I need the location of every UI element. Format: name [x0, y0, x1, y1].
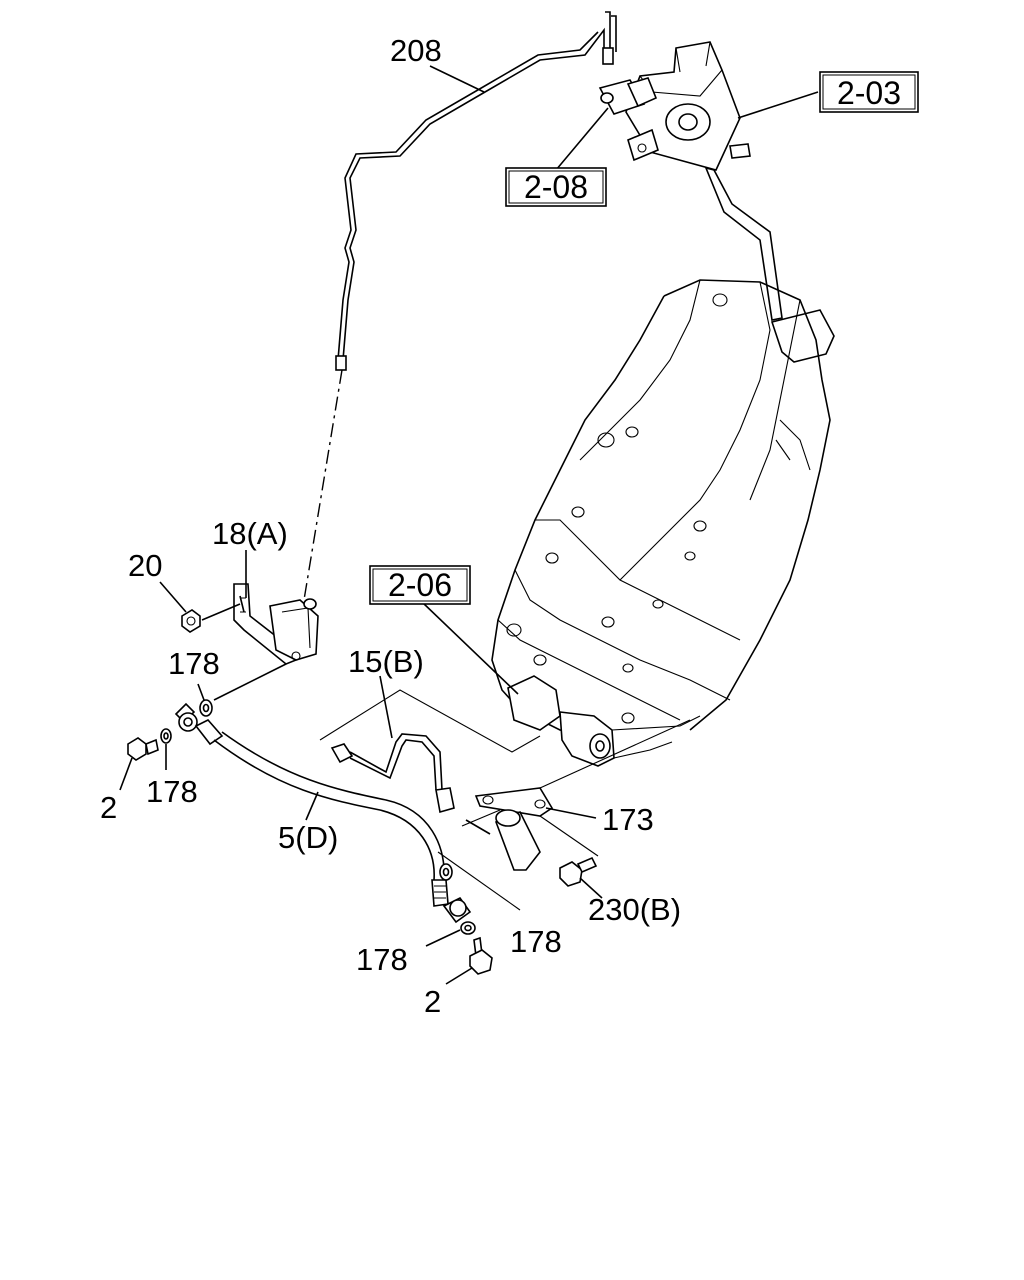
ref-box-2-06[interactable]: 2-06	[369, 565, 471, 605]
washer-178-lower	[460, 921, 476, 935]
label-15b: 15(B)	[348, 644, 424, 679]
reservoir	[465, 809, 541, 871]
clutch-pedal-assembly	[598, 41, 835, 363]
label-178-lower-right: 178	[510, 924, 562, 959]
label-178-lower: 178	[356, 942, 408, 977]
label-2-bottom: 2	[424, 984, 441, 1019]
transmission-housing	[491, 279, 831, 767]
label-173: 173	[602, 802, 654, 837]
label-208: 208	[390, 33, 442, 68]
washer-178-upper	[199, 699, 213, 717]
ref-2-08-text: 2-08	[524, 169, 588, 205]
washer-178-lower-right	[437, 851, 521, 911]
label-230b: 230(B)	[588, 892, 681, 927]
washer-178-left	[160, 728, 172, 744]
bolt-2-bottom	[469, 936, 493, 975]
leader-lines	[119, 65, 819, 985]
ref-2-03-text: 2-03	[837, 75, 901, 111]
label-2-left: 2	[100, 790, 117, 825]
pipe-208	[335, 11, 617, 371]
ref-2-06-text: 2-06	[388, 567, 452, 603]
label-20: 20	[128, 548, 162, 583]
ref-box-2-08[interactable]: 2-08	[505, 167, 607, 207]
hose-5d	[174, 702, 472, 924]
label-18a: 18(A)	[212, 516, 288, 551]
bolt-2-left	[127, 737, 159, 761]
pipe-208-connection-line	[303, 369, 343, 601]
nut-20	[181, 595, 245, 633]
bracket-18a	[233, 583, 319, 665]
label-178-left: 178	[146, 774, 198, 809]
ref-box-2-03[interactable]: 2-03	[819, 71, 919, 113]
bolt-230b	[559, 856, 598, 887]
pipe-15b	[319, 689, 541, 827]
bracket-173	[474, 719, 691, 857]
label-5d: 5(D)	[278, 820, 338, 855]
label-178-upper: 178	[168, 646, 220, 681]
